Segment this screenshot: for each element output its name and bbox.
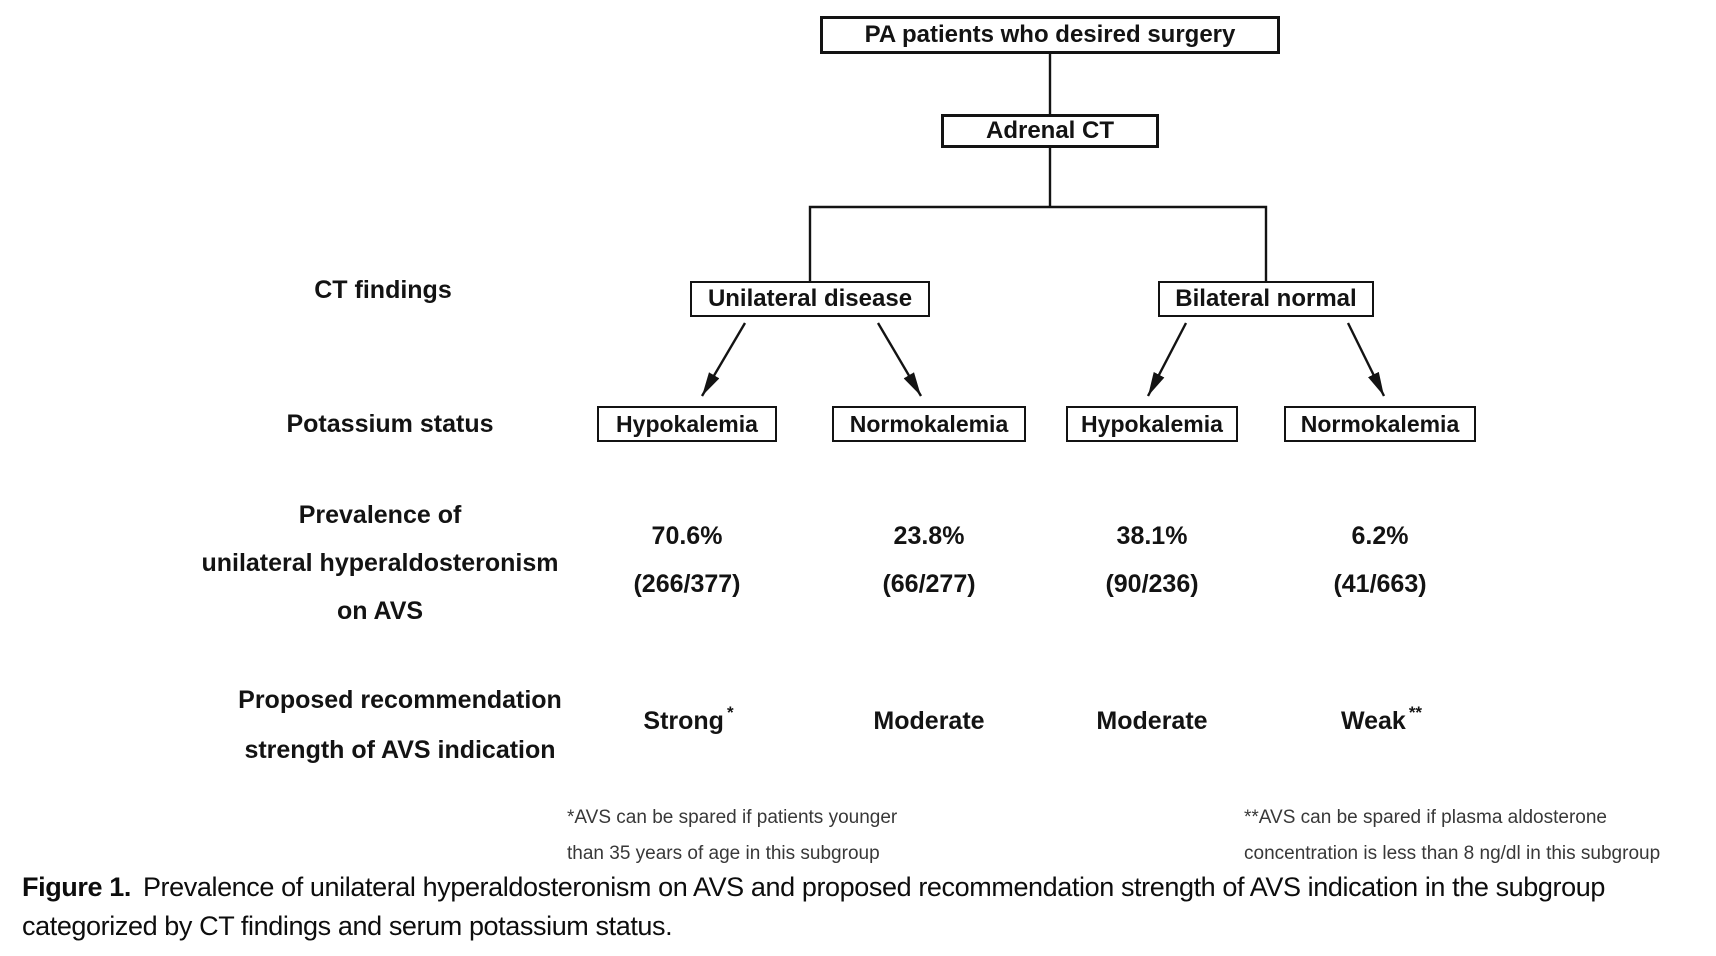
footnote-right-line1: **AVS can be spared if plasma aldosteron… <box>1244 807 1607 828</box>
ct-finding-unilateral-node: Unilateral disease <box>690 281 930 317</box>
footnote-left-line1: *AVS can be spared if patients younger <box>567 807 898 828</box>
prevalence-fraction-3: (90/236) <box>1105 570 1199 598</box>
row-label-recommendation-line1: Proposed recommendation <box>238 686 562 714</box>
footnote-right: **AVS can be spared if plasma aldosteron… <box>1244 800 1660 872</box>
prevalence-pct-3: 38.1% <box>1116 522 1188 550</box>
arrow-icon-unilateral-to-normokalemia <box>876 322 923 397</box>
branch-connector <box>808 205 1268 281</box>
adrenal-ct-node: Adrenal CT <box>941 114 1159 148</box>
potassium-node-3: Hypokalemia <box>1066 406 1238 442</box>
strength-marker-1: * <box>726 703 734 722</box>
strength-marker-4: ** <box>1408 703 1423 722</box>
figure-caption-label: Figure 1. <box>22 872 131 902</box>
row-label-recommendation: Proposed recommendation strength of AVS … <box>125 675 675 775</box>
row-label-prevalence-line3: on AVS <box>336 597 424 625</box>
figure-caption-text: Prevalence of unilateral hyperaldosteron… <box>22 872 1605 941</box>
strength-value-3: Moderate <box>1022 707 1282 736</box>
strength-value-1: Strong* <box>557 703 817 736</box>
strength-text-1: Strong <box>643 707 724 735</box>
strength-text-3: Moderate <box>1096 707 1208 735</box>
arrow-icon-unilateral-to-hypokalemia <box>700 322 747 397</box>
row-label-prevalence-line2: unilateral hyperaldosteronism <box>201 549 559 577</box>
strength-text-4: Weak <box>1340 707 1406 735</box>
potassium-node-2: Normokalemia <box>832 406 1026 442</box>
arrow-icon-bilateral-to-hypokalemia <box>1146 322 1188 397</box>
prevalence-fraction-1: (266/377) <box>633 570 741 598</box>
potassium-node-1: Hypokalemia <box>597 406 777 442</box>
row-label-recommendation-line2: strength of AVS indication <box>244 736 556 764</box>
footnote-left: *AVS can be spared if patients younger t… <box>567 800 897 872</box>
prevalence-pct-4: 6.2% <box>1351 522 1409 550</box>
prevalence-fraction-2: (66/277) <box>882 570 976 598</box>
potassium-node-4: Normokalemia <box>1284 406 1476 442</box>
strength-text-2: Moderate <box>873 707 985 735</box>
prevalence-pct-1: 70.6% <box>651 522 723 550</box>
strength-value-4: Weak** <box>1250 703 1510 736</box>
strength-value-2: Moderate <box>799 707 1059 736</box>
row-label-prevalence: Prevalence of unilateral hyperaldosteron… <box>130 491 630 635</box>
row-label-potassium-status: Potassium status <box>286 410 494 438</box>
root-node: PA patients who desired surgery <box>820 16 1280 54</box>
arrow-icon-bilateral-to-normokalemia <box>1346 322 1386 397</box>
prevalence-fraction-4: (41/663) <box>1333 570 1427 598</box>
row-label-prevalence-line1: Prevalence of <box>298 501 462 529</box>
prevalence-pct-2: 23.8% <box>893 522 965 550</box>
ct-finding-bilateral-node: Bilateral normal <box>1158 281 1374 317</box>
row-label-ct-findings: CT findings <box>314 276 452 304</box>
footnote-right-line2: concentration is less than 8 ng/dl in th… <box>1244 843 1661 864</box>
figure-caption: Figure 1.Prevalence of unilateral hypera… <box>22 868 1714 946</box>
footnote-left-line2: than 35 years of age in this subgroup <box>567 843 880 864</box>
